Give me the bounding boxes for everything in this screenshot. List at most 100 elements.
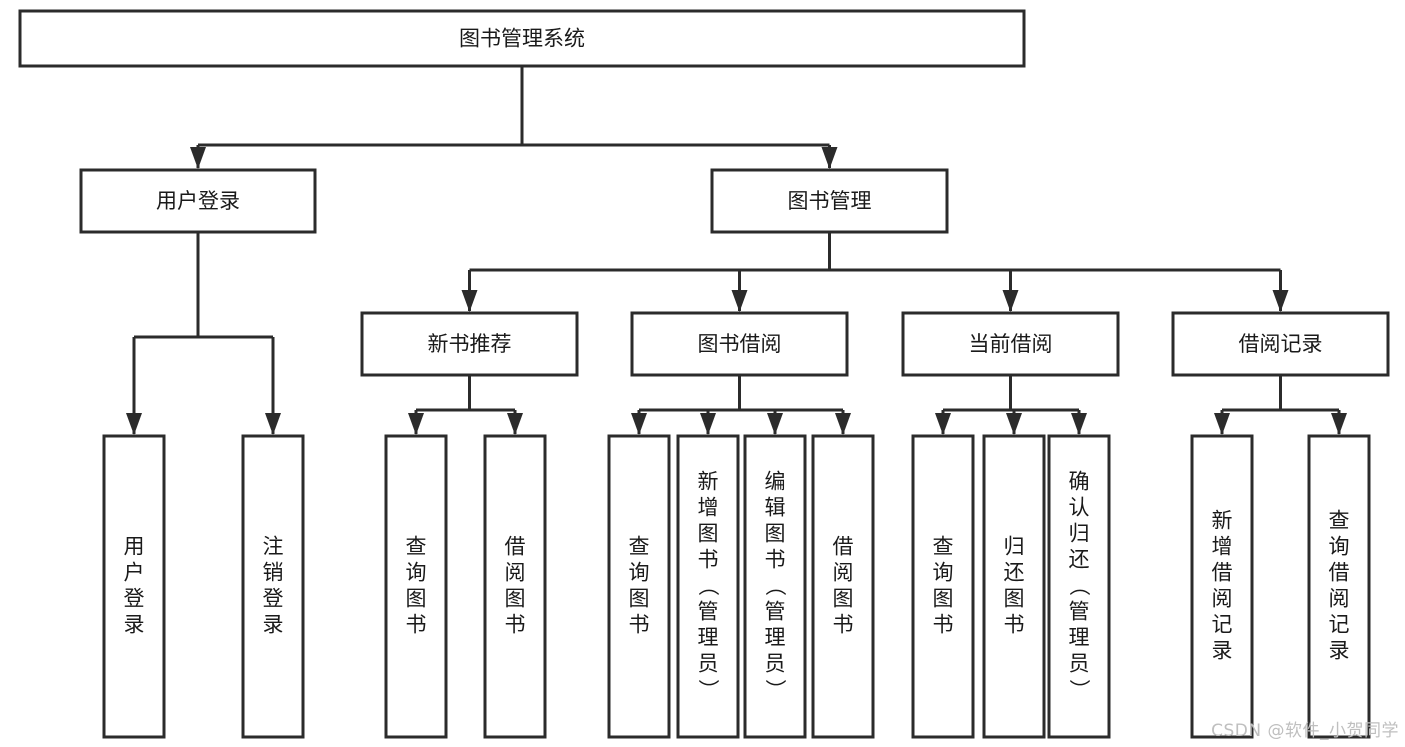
node-label: 图书借阅 xyxy=(698,332,782,356)
node-l2-0[interactable]: 用户登录 xyxy=(79,168,317,234)
node-label-char: 阅 xyxy=(505,561,526,585)
node-box xyxy=(384,434,448,739)
node-label-char: 销 xyxy=(263,561,284,585)
arrow-head-icon xyxy=(631,413,647,435)
node-label-char: 新 xyxy=(1212,509,1233,533)
node-label-char: 员 xyxy=(1069,652,1090,676)
node-box xyxy=(18,9,1026,68)
node-label-char: 记 xyxy=(1212,613,1233,637)
node-label-char: 图 xyxy=(765,522,786,546)
node-label-char: ） xyxy=(696,679,720,700)
arrow-head-icon xyxy=(821,147,838,169)
node-l3-0[interactable]: 新书推荐 xyxy=(360,311,579,377)
node-label-char: 用 xyxy=(124,535,145,559)
node-label-char: 借 xyxy=(1212,561,1233,585)
node-label-char: 还 xyxy=(1004,561,1025,585)
node-box xyxy=(811,434,875,739)
arrow-head-icon xyxy=(1331,413,1347,435)
arrow-head-icon xyxy=(507,413,523,435)
node-label-char: 录 xyxy=(263,613,284,637)
node-label: 图书管理 xyxy=(788,189,872,213)
node-label-char: 管 xyxy=(698,600,719,624)
node-l3-1[interactable]: 图书借阅 xyxy=(630,311,849,377)
node-label-char: 阅 xyxy=(1329,587,1350,611)
node-label-char: 记 xyxy=(1329,613,1350,637)
node-label: 借阅记录 xyxy=(1239,332,1323,356)
arrow-head-icon xyxy=(408,413,424,435)
node-label-char: 户 xyxy=(124,561,145,585)
arrow-head-icon xyxy=(1006,413,1022,435)
arrow-head-icon xyxy=(1002,290,1019,312)
node-label-char: 辑 xyxy=(765,496,786,520)
node-label-char: 管 xyxy=(1069,600,1090,624)
node-box xyxy=(630,311,849,377)
node-leaf-0[interactable]: 用户登录 xyxy=(102,434,166,739)
node-label-char: 理 xyxy=(1069,626,1090,650)
node-label-char: （ xyxy=(1067,575,1091,596)
node-label-char: 询 xyxy=(629,561,650,585)
node-label-char: 录 xyxy=(1329,639,1350,663)
node-layer: 图书管理系统用户登录图书管理新书推荐图书借阅当前借阅借阅记录用户登录注销登录查询… xyxy=(18,9,1390,739)
node-box xyxy=(1047,434,1111,739)
node-box xyxy=(607,434,671,739)
node-l3-2[interactable]: 当前借阅 xyxy=(901,311,1120,377)
node-label-char: 询 xyxy=(406,561,427,585)
arrow-head-icon xyxy=(1272,290,1289,312)
node-label-char: 增 xyxy=(1212,535,1233,559)
node-label-char: 图 xyxy=(629,587,650,611)
arrow-head-icon xyxy=(126,413,142,435)
node-label-char: 借 xyxy=(1329,561,1350,585)
node-root-0[interactable]: 图书管理系统 xyxy=(18,9,1026,68)
node-label-char: （ xyxy=(763,575,787,596)
node-label: 当前借阅 xyxy=(969,332,1053,356)
node-box xyxy=(483,434,547,739)
node-box xyxy=(710,168,949,234)
node-label-char: 借 xyxy=(833,535,854,559)
node-box xyxy=(1190,434,1254,739)
node-box xyxy=(102,434,166,739)
arrow-head-icon xyxy=(935,413,951,435)
node-box xyxy=(676,434,740,739)
node-label: 新书推荐 xyxy=(428,332,512,356)
node-label-char: 借 xyxy=(505,535,526,559)
node-label-char: 认 xyxy=(1069,496,1090,520)
arrow-head-icon xyxy=(461,290,478,312)
node-label-char: 理 xyxy=(765,626,786,650)
node-label-char: 注 xyxy=(263,535,284,559)
node-label-char: 确 xyxy=(1069,470,1090,494)
node-label-char: 录 xyxy=(1212,639,1233,663)
node-label-char: 图 xyxy=(833,587,854,611)
node-label-char: 员 xyxy=(765,652,786,676)
node-label-char: 书 xyxy=(933,613,954,637)
arrow-head-icon xyxy=(835,413,851,435)
node-l2-1[interactable]: 图书管理 xyxy=(710,168,949,234)
node-label-char: 查 xyxy=(933,535,954,559)
node-box xyxy=(911,434,975,739)
node-label: 图书管理系统 xyxy=(459,27,585,51)
arrow-head-icon xyxy=(700,413,716,435)
arrow-head-icon xyxy=(767,413,783,435)
node-label-char: ） xyxy=(763,679,787,700)
node-label-char: 书 xyxy=(765,548,786,572)
node-label-char: 查 xyxy=(629,535,650,559)
node-label-char: 录 xyxy=(124,613,145,637)
node-box xyxy=(241,434,305,739)
node-label-char: 书 xyxy=(505,613,526,637)
node-l3-3[interactable]: 借阅记录 xyxy=(1171,311,1390,377)
node-box xyxy=(360,311,579,377)
node-label-char: 书 xyxy=(1004,613,1025,637)
